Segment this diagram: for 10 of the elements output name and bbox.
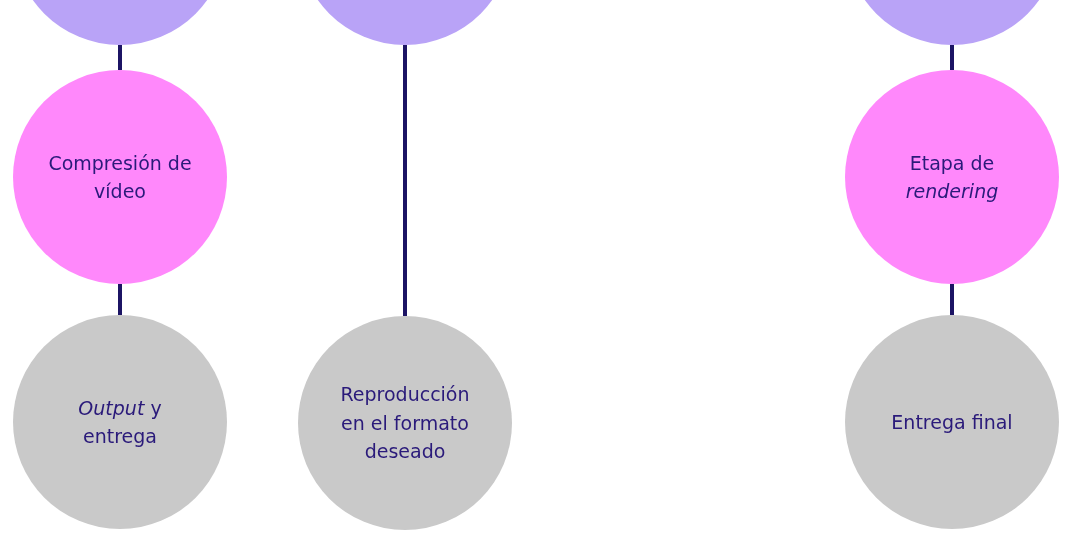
connector-line (950, 45, 954, 70)
step-label: Output y entrega (77, 395, 163, 449)
step-label: Reproducción en el formato deseado (339, 382, 471, 465)
connector-line (118, 45, 122, 70)
step-label: Etapa de rendering (904, 150, 1000, 204)
connector-line (118, 284, 122, 315)
step-label: Compresión de vídeo (47, 150, 193, 204)
connector-line (403, 45, 407, 316)
step-label: Entrega final (891, 409, 1013, 435)
connector-line (950, 284, 954, 315)
